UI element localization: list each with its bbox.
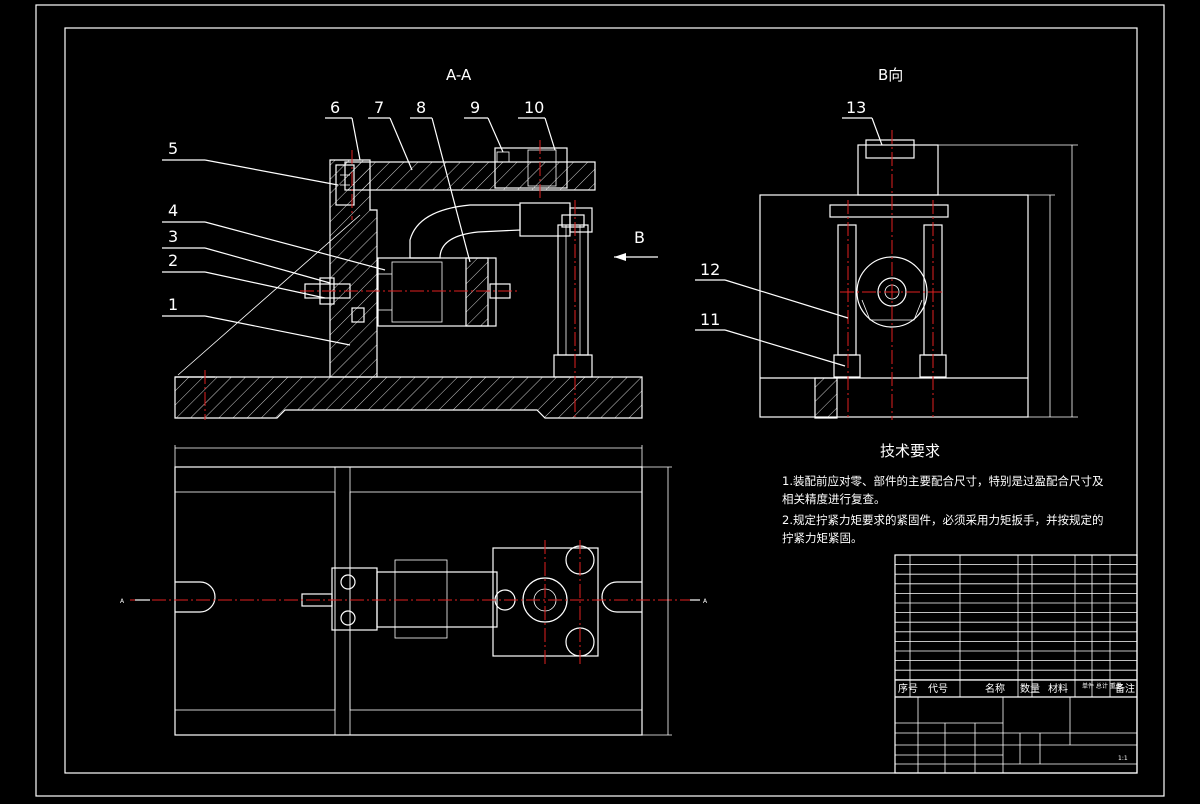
callouts-section: 5 4 3 2 1 6 7 8 9 10 [162, 98, 556, 346]
plan-view: A A [120, 445, 708, 736]
requirement-line-3: 2.规定拧紧力矩要求的紧固件，必须采用力矩扳手，并按规定的 [782, 513, 1103, 527]
parts-list-rows [895, 564, 1137, 681]
workpiece-elbow [409, 204, 521, 259]
header-code: 代号 [928, 683, 948, 695]
header-qty: 数量 [1020, 682, 1040, 695]
technical-requirements: 技术要求 1.装配前应对零、部件的主要配合尺寸，特别是过盈配合尺寸及 相关精度进… [782, 442, 1104, 545]
cut-mark-left: A [120, 598, 125, 605]
requirements-title: 技术要求 [880, 442, 940, 460]
callout-5: 5 [168, 139, 178, 158]
callout-6: 6 [330, 98, 340, 117]
parts-list-frame [894, 554, 1138, 774]
section-view-aa: A-A [174, 66, 658, 420]
right-column [557, 224, 589, 356]
callout-8: 8 [416, 98, 426, 117]
callout-11: 11 [700, 310, 720, 329]
callout-2: 2 [168, 251, 178, 270]
callout-1: 1 [168, 295, 178, 314]
header-note: 备注 [1115, 682, 1135, 695]
inner-border [64, 27, 1138, 774]
header-name: 名称 [985, 682, 1005, 695]
plan-outline [174, 466, 643, 736]
requirement-line-4: 拧紧力矩紧固。 [782, 531, 863, 545]
side-view-b: B向 13 12 11 [695, 66, 1078, 420]
callout-4: 4 [168, 201, 178, 220]
callout-12: 12 [700, 260, 720, 279]
callout-7: 7 [374, 98, 384, 117]
requirement-line-2: 相关精度进行复查。 [782, 492, 886, 506]
header-seq: 序号 [898, 682, 918, 695]
top-block [494, 147, 568, 189]
callout-10: 10 [524, 98, 544, 117]
view-b-label: B [634, 228, 645, 247]
header-material: 材料 [1048, 682, 1068, 695]
section-title: A-A [446, 66, 472, 84]
header-weight: 单件 总计 重量 [1082, 682, 1122, 690]
base-plate [174, 376, 643, 419]
top-clamp-arm [344, 161, 596, 191]
left-upright [329, 159, 378, 378]
clamp-cylinder [377, 257, 497, 327]
cut-mark-right: A [703, 598, 708, 605]
callout-9: 9 [470, 98, 480, 117]
title-block: 序号 代号 名称 数量 材料 单件 总计 重量 备注 1:1 [894, 554, 1138, 774]
callout-13: 13 [846, 98, 866, 117]
side-view-title: B向 [878, 66, 903, 84]
requirement-line-1: 1.装配前应对零、部件的主要配合尺寸，特别是过盈配合尺寸及 [782, 474, 1104, 488]
outer-border [35, 4, 1165, 797]
callout-3: 3 [168, 227, 178, 246]
drawing-scale: 1:1 [1118, 755, 1128, 762]
